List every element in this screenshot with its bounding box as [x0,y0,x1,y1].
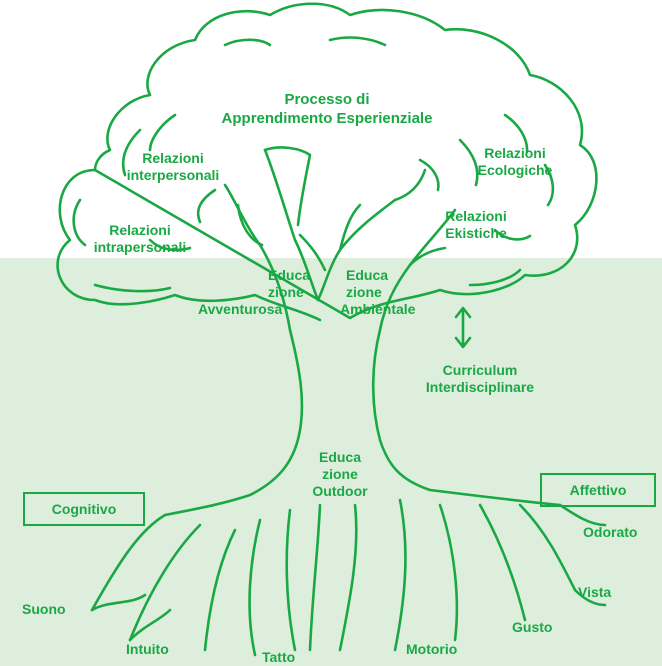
arrow-updown [454,306,472,349]
label-motorio: Motorio [406,641,458,657]
label-odorato: Odorato [583,524,638,540]
label-gusto: Gusto [512,619,553,635]
trunk-left [163,328,304,517]
label-educazione-avventurosa: Educa zione Avventurosa [198,267,311,317]
lower-background-band [0,258,662,666]
label-intuito: Intuito [126,641,169,657]
box-cognitivo: Cognitivo [23,492,145,526]
label-tatto: Tatto [262,649,296,665]
trunk-right [371,328,562,507]
label-educazione-ambientale: Educa zione Ambientale [340,267,416,317]
box-affettivo: Affettivo [540,473,656,507]
canopy-outline [56,2,598,322]
label-suono: Suono [22,601,66,617]
label-vista: Vista [578,584,612,600]
